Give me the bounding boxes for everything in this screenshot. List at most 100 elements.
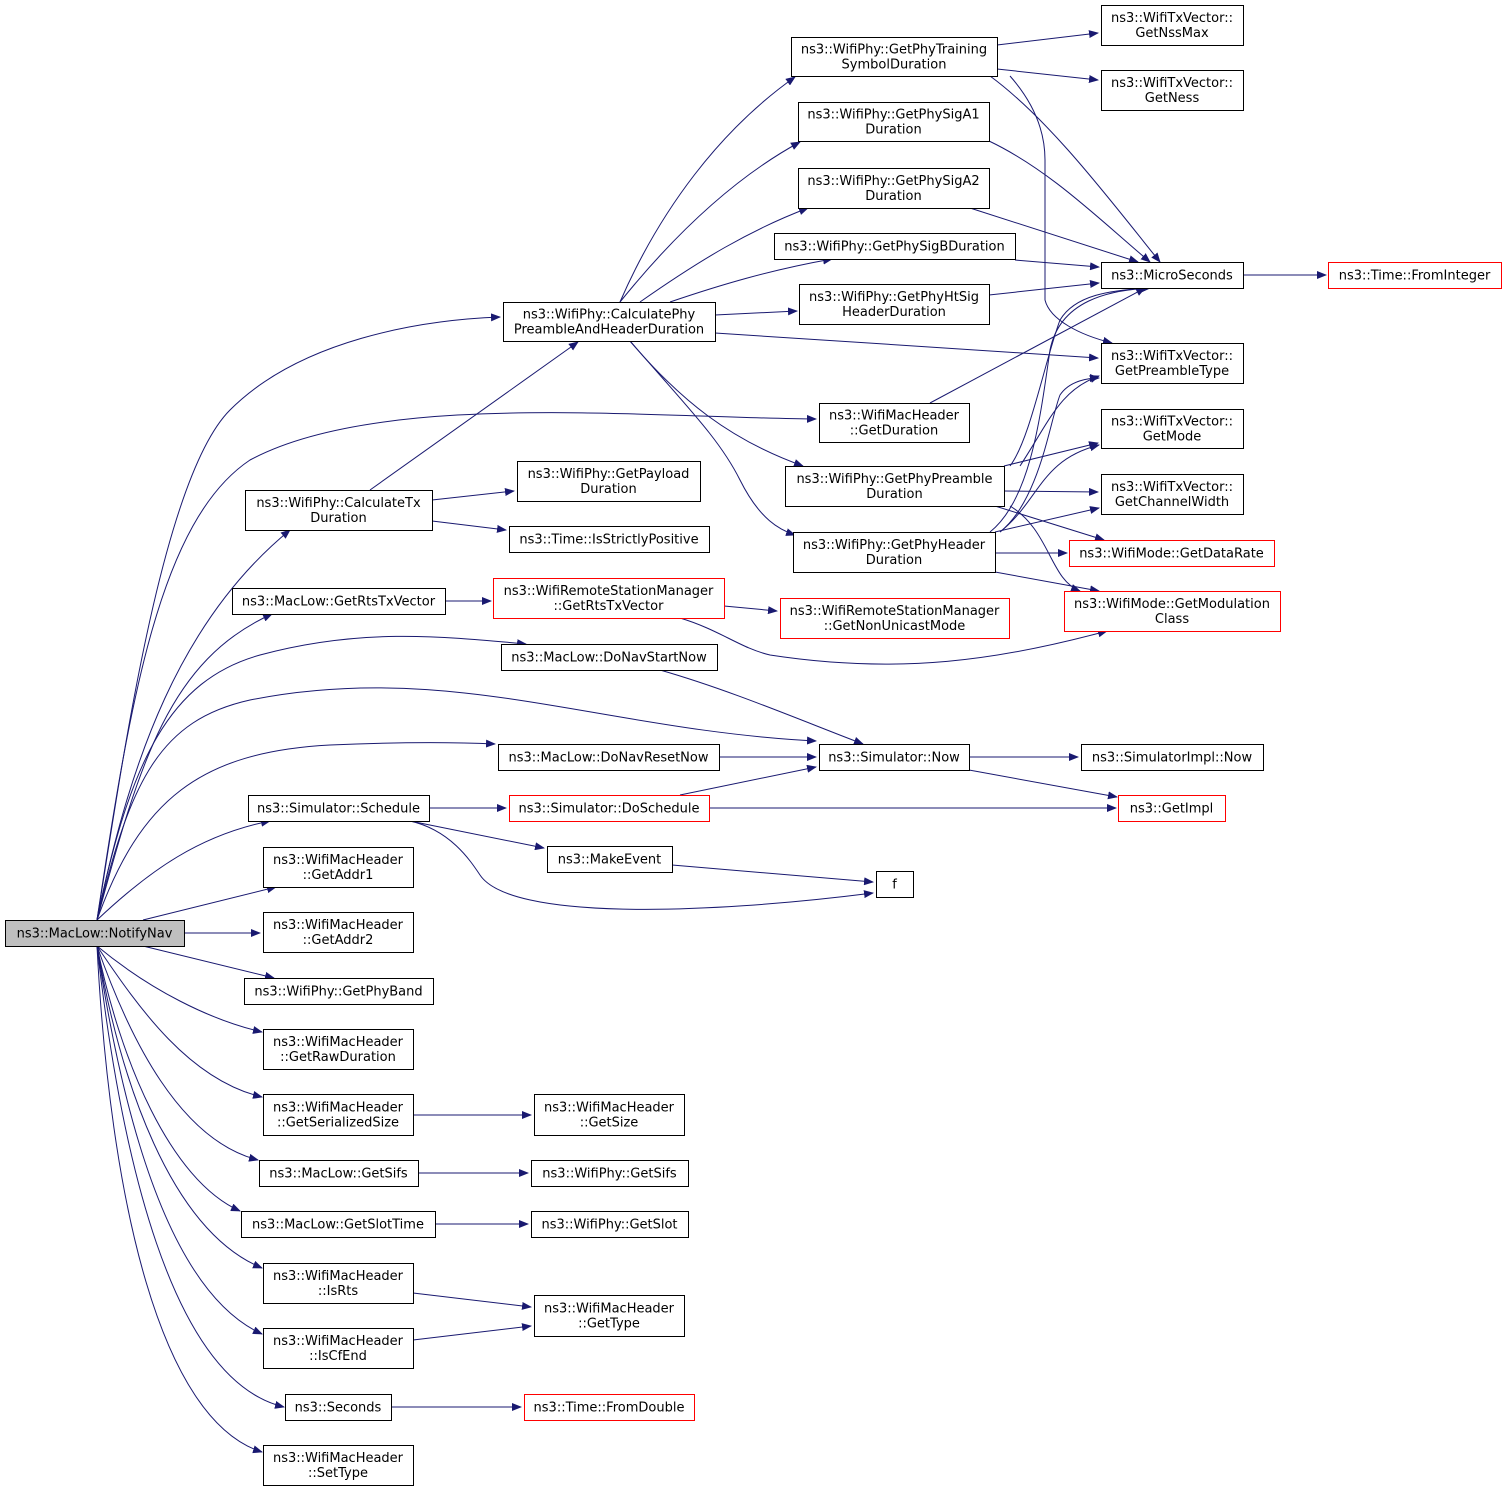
edge-path (1003, 441, 1099, 467)
node-label: Class (1155, 612, 1189, 627)
node-simSchedule[interactable]: ns3::Simulator::Schedule (248, 795, 430, 822)
node-simDoSchedule[interactable]: ns3::Simulator::DoSchedule (509, 795, 710, 822)
node-label: Duration (865, 123, 921, 138)
node-f[interactable]: f (876, 871, 914, 898)
node-microSeconds[interactable]: ns3::MicroSeconds (1101, 262, 1244, 289)
node-getType[interactable]: ns3::WifiMacHeader::GetType (534, 1295, 685, 1337)
node-doNavStartNow[interactable]: ns3::MacLow::DoNavStartNow (501, 644, 718, 671)
node-label: ns3::WifiPhy::GetPhyBand (254, 985, 422, 1000)
edge-path (96, 818, 271, 921)
node-getChannelWidth[interactable]: ns3::WifiTxVector::GetChannelWidth (1101, 474, 1244, 515)
node-isStrictlyPositive[interactable]: ns3::Time::IsStrictlyPositive (509, 526, 710, 553)
node-simNow[interactable]: ns3::Simulator::Now (819, 744, 970, 771)
node-label: ns3::WifiMode::GetModulation (1074, 597, 1270, 612)
node-getTraining[interactable]: ns3::WifiPhy::GetPhyTrainingSymbolDurati… (791, 37, 998, 77)
node-getDataRate[interactable]: ns3::WifiMode::GetDataRate (1069, 540, 1275, 567)
edge-path (723, 605, 778, 615)
node-getPreambleType[interactable]: ns3::WifiTxVector::GetPreambleType (1101, 343, 1244, 384)
node-label: ns3::WifiPhy::GetPhySigA1 (807, 108, 979, 123)
node-setType[interactable]: ns3::WifiMacHeader::SetType (263, 1445, 414, 1486)
edge-getPreamble-to-getMode (1003, 441, 1099, 467)
node-rsmGetRtsTxVector[interactable]: ns3::WifiRemoteStationManager::GetRtsTxV… (493, 578, 725, 619)
edge-path (1009, 75, 1113, 345)
node-getSigB[interactable]: ns3::WifiPhy::GetPhySigBDuration (774, 233, 1016, 260)
node-getAddr2[interactable]: ns3::WifiMacHeader::GetAddr2 (263, 912, 414, 953)
node-simImplNow[interactable]: ns3::SimulatorImpl::Now (1081, 744, 1264, 771)
edge-getPhyHeader-to-getChannelWidth (994, 506, 1100, 533)
node-box (5, 920, 185, 947)
edge-path (669, 256, 833, 303)
node-label: Duration (865, 189, 921, 204)
node-doNavResetNow[interactable]: ns3::MacLow::DoNavResetNow (498, 744, 720, 771)
edge-getPreamble-to-microSeconds (1009, 284, 1151, 467)
edge-path (96, 945, 263, 1269)
node-label: ::GetType (578, 1317, 640, 1332)
node-box (1081, 744, 1264, 771)
node-label: ::GetRtsTxVector (554, 599, 665, 614)
node-box (245, 490, 433, 531)
edge-rsmGetRtsTxVector-to-getNonUnicastMode (723, 605, 778, 615)
node-getSlot[interactable]: ns3::WifiPhy::GetSlot (531, 1211, 689, 1238)
node-calcPhy[interactable]: ns3::WifiPhy::CalculatePhyPreambleAndHea… (503, 302, 716, 342)
node-getPhyBand[interactable]: ns3::WifiPhy::GetPhyBand (244, 978, 434, 1005)
node-phyGetSifs[interactable]: ns3::WifiPhy::GetSifs (531, 1160, 689, 1187)
node-getMode[interactable]: ns3::WifiTxVector::GetMode (1101, 409, 1244, 449)
node-getNess[interactable]: ns3::WifiTxVector::GetNess (1101, 70, 1244, 111)
node-macGetSifs[interactable]: ns3::MacLow::GetSifs (259, 1160, 419, 1187)
edge-path (96, 635, 527, 921)
node-box (517, 461, 701, 502)
node-isCfEnd[interactable]: ns3::WifiMacHeader::IsCfEnd (263, 1328, 414, 1369)
node-macGetDuration[interactable]: ns3::WifiMacHeader::GetDuration (819, 403, 970, 443)
node-label: ns3::SimulatorImpl::Now (1092, 751, 1253, 766)
edge-notifyNav-to-getPhyBand (142, 945, 275, 980)
edge-path (96, 739, 496, 921)
node-label: ns3::MicroSeconds (1111, 269, 1233, 284)
edge-path (679, 764, 817, 796)
node-label: ns3::Simulator::DoSchedule (518, 802, 699, 817)
node-box (780, 598, 1010, 639)
node-box (1101, 70, 1244, 111)
edge-path (988, 279, 1100, 296)
edge-path (96, 945, 285, 1409)
node-box (1101, 474, 1244, 515)
node-label: ns3::WifiMacHeader (273, 1101, 404, 1116)
node-label: ns3::MacLow::GetSifs (269, 1167, 408, 1182)
node-getNssMax[interactable]: ns3::WifiTxVector::GetNssMax (1101, 5, 1244, 46)
edge-path (994, 571, 1100, 594)
node-getRawDuration[interactable]: ns3::WifiMacHeader::GetRawDuration (263, 1029, 414, 1070)
node-label: ns3::Time::IsStrictlyPositive (519, 533, 698, 548)
edge-path (996, 30, 1099, 46)
node-getRtsTxVector[interactable]: ns3::MacLow::GetRtsTxVector (232, 588, 446, 615)
edge-path (996, 68, 1099, 84)
node-label: ns3::WifiPhy::GetPayload (528, 467, 690, 482)
node-getAddr1[interactable]: ns3::WifiMacHeader::GetAddr1 (263, 847, 414, 888)
node-notifyNav[interactable]: ns3::MacLow::NotifyNav (5, 920, 185, 947)
node-getSize[interactable]: ns3::WifiMacHeader::GetSize (534, 1094, 685, 1136)
edge-isRts-to-getType (412, 1292, 532, 1310)
node-fromInteger[interactable]: ns3::Time::FromInteger (1328, 262, 1502, 289)
node-box (534, 1295, 685, 1337)
edge-path (96, 945, 263, 1099)
node-label: ns3::Simulator::Schedule (257, 802, 420, 817)
edge-getPhyHeader-to-getMode (999, 443, 1100, 533)
edge-calcPhy-to-getPreambleType (714, 332, 1099, 362)
node-seconds[interactable]: ns3::Seconds (285, 1394, 392, 1421)
node-box (798, 168, 990, 209)
node-getSerializedSize[interactable]: ns3::WifiMacHeader::GetSerializedSize (263, 1094, 414, 1136)
node-getNonUnicastMode[interactable]: ns3::WifiRemoteStationManager::GetNonUni… (780, 598, 1010, 639)
node-label: ns3::WifiPhy::GetSifs (542, 1167, 677, 1182)
node-isRts[interactable]: ns3::WifiMacHeader::IsRts (263, 1263, 414, 1304)
node-getImpl[interactable]: ns3::GetImpl (1118, 795, 1226, 822)
node-getSlotTime[interactable]: ns3::MacLow::GetSlotTime (241, 1211, 436, 1238)
node-makeEvent[interactable]: ns3::MakeEvent (547, 846, 673, 873)
edge-getPhyHeader-to-getModulationClass (994, 571, 1100, 594)
node-fromDouble[interactable]: ns3::Time::FromDouble (524, 1394, 695, 1421)
